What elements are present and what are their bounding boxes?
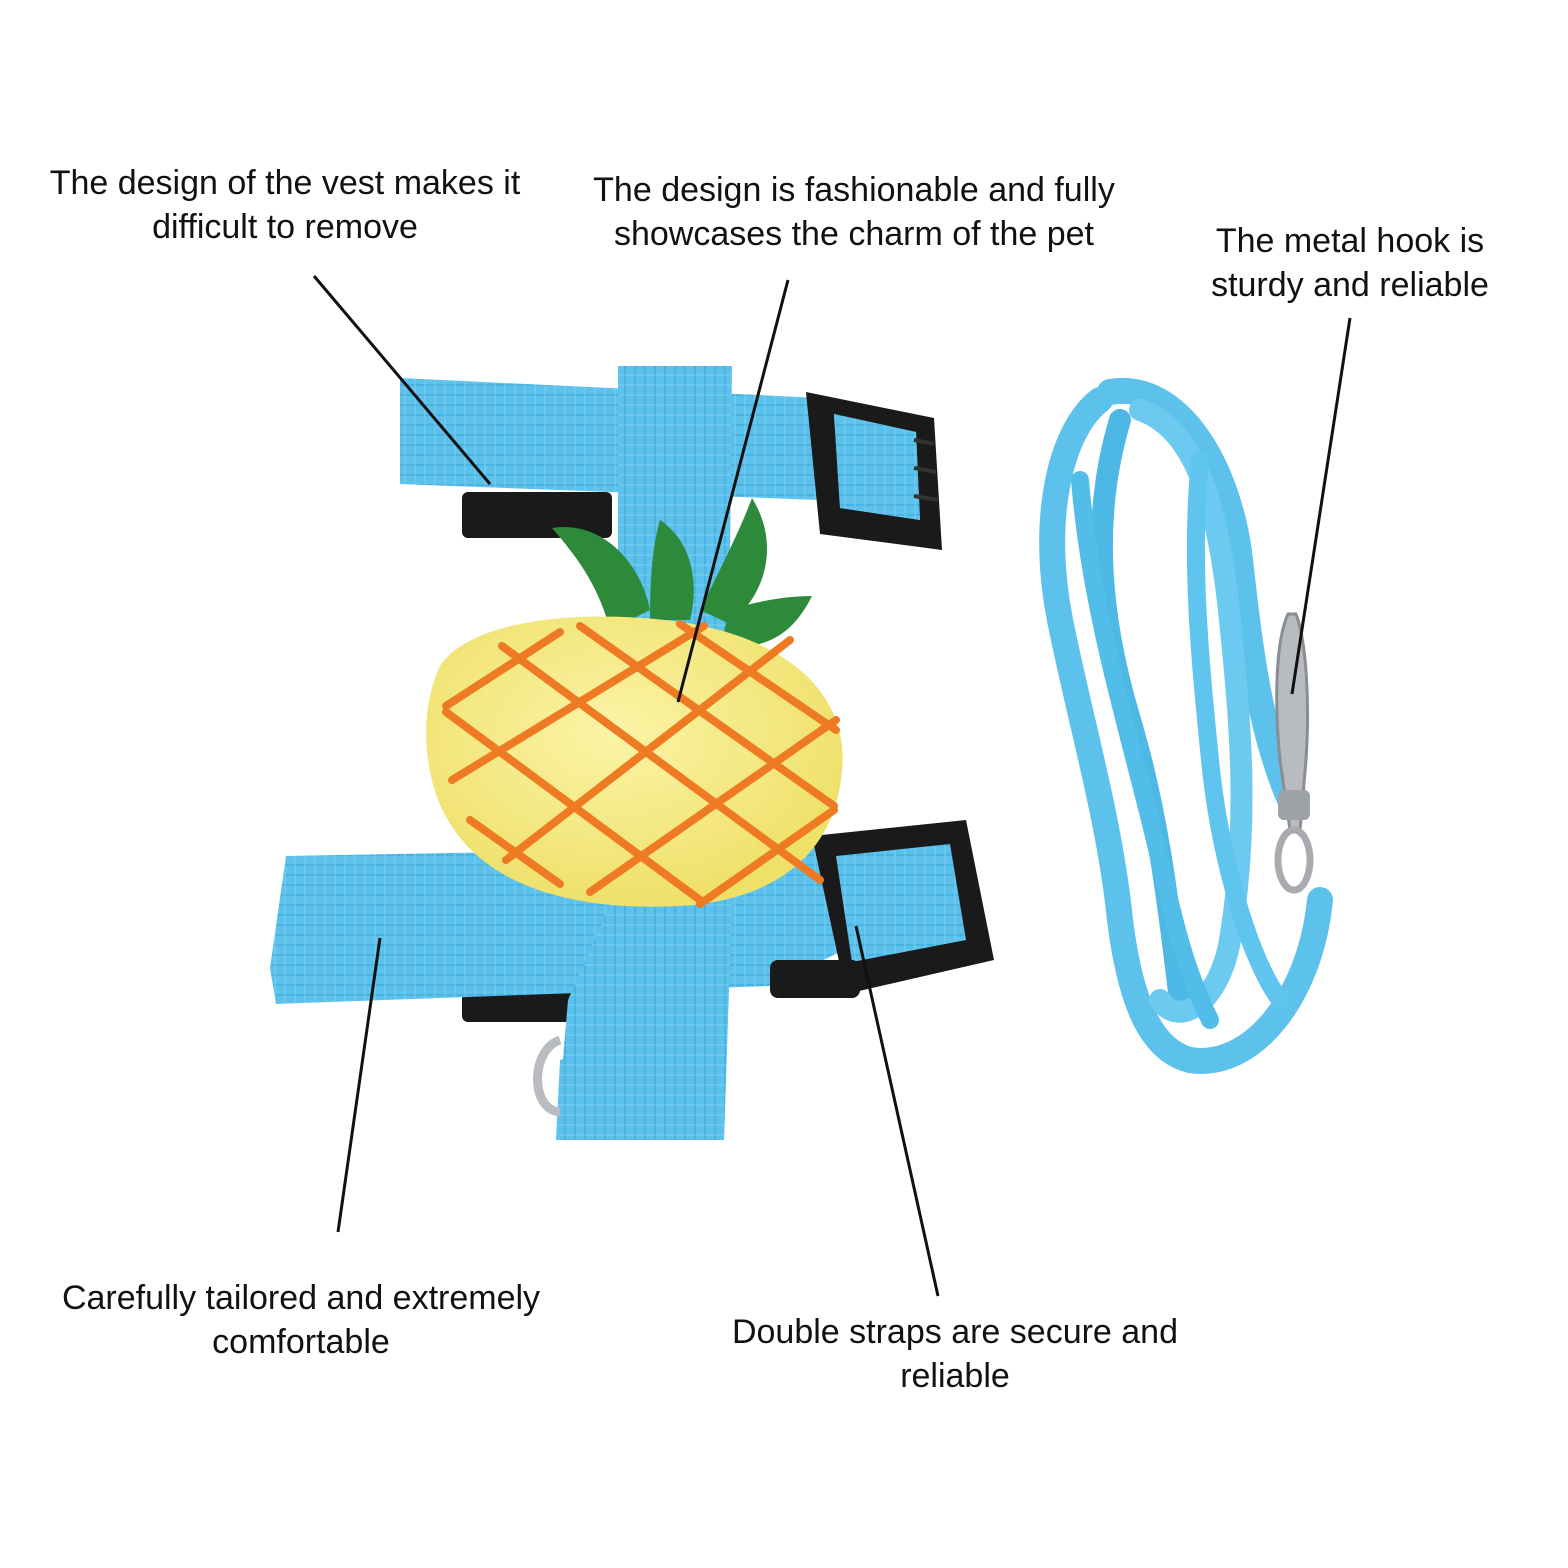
upper-buckle [806, 392, 942, 550]
callout-double-straps: Double straps are secure and reliable [731, 1313, 1179, 1395]
harness [270, 366, 994, 1140]
lower-buckle [770, 820, 994, 998]
callout-tailored: Carefully tailored and extremely comfort… [61, 1279, 541, 1361]
leader-line-tailored [336, 937, 382, 1233]
pineapple-leaves [552, 498, 812, 647]
upper-black-strap [462, 492, 612, 538]
leash [1039, 377, 1333, 1074]
callout-vest-design: The design of the vest makes it difficul… [49, 164, 521, 246]
leader-line-fashionable [676, 279, 790, 703]
pineapple-decoration [426, 616, 843, 908]
leader-line-metal-hook [1290, 317, 1352, 695]
metal-hook [1274, 612, 1314, 894]
callout-metal-hook: The metal hook is sturdy and reliable [1211, 222, 1489, 304]
callout-fashionable: The design is fashionable and fully show… [593, 171, 1115, 253]
leader-line-double-straps [854, 925, 940, 1297]
leader-lines [312, 275, 1352, 1297]
d-ring [533, 1035, 562, 1117]
leader-line-vest-design [312, 275, 492, 485]
